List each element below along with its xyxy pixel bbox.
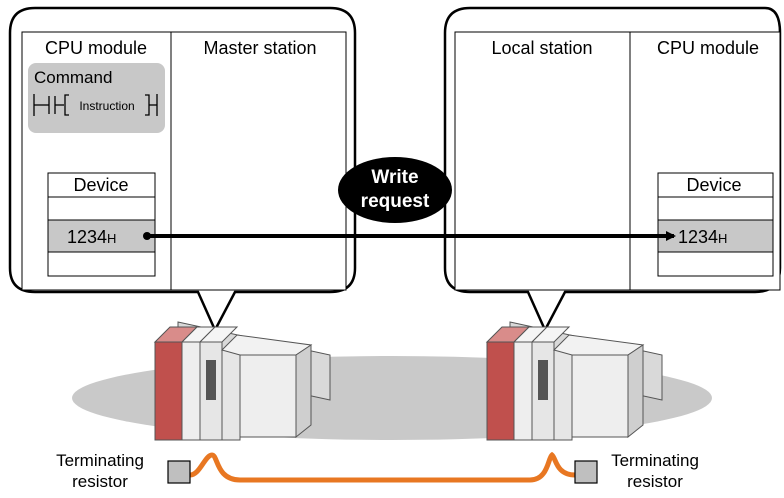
right-col1-title: Local station	[491, 38, 592, 58]
bubble-line2: request	[361, 191, 430, 212]
right-terminator-label-line2: resistor	[627, 472, 683, 491]
bubble-line1: Write	[371, 167, 418, 188]
command-box	[28, 63, 165, 133]
right-device-value: 1234H	[678, 227, 727, 247]
left-device-table: Device 1234H	[47, 172, 156, 277]
left-device-label: Device	[73, 175, 128, 195]
local-plc-rack-icon	[485, 321, 663, 441]
master-plc-rack-icon	[153, 321, 331, 441]
right-device-table: Device 1234H	[657, 172, 774, 277]
instruction-text: Instruction	[79, 99, 134, 113]
ladder-instruction-icon	[33, 94, 158, 116]
arrow-start-dot	[143, 232, 151, 240]
write-request-bubble: Write request	[338, 157, 452, 223]
local-station-callout: Local station CPU module Device 1234H	[443, 6, 782, 333]
command-label: Command	[34, 68, 112, 87]
network-cable	[187, 451, 578, 483]
left-device-value: 1234H	[67, 227, 116, 247]
right-col2-title: CPU module	[657, 38, 759, 58]
left-device-highlight-row	[47, 219, 156, 253]
left-col1-title: CPU module	[45, 38, 147, 58]
left-terminator-label-line1: Terminating	[56, 451, 144, 470]
master-station-callout: CPU module Master station Command Instru…	[8, 6, 357, 333]
local-station-column	[454, 31, 631, 291]
master-station-column	[170, 31, 347, 291]
right-device-label: Device	[686, 175, 741, 195]
left-terminating-resistor-icon	[167, 460, 191, 484]
right-terminating-resistor-icon	[574, 460, 598, 484]
right-terminator-label-line1: Terminating	[611, 451, 699, 470]
left-col2-title: Master station	[203, 38, 316, 58]
left-terminator-label-line2: resistor	[72, 472, 128, 491]
